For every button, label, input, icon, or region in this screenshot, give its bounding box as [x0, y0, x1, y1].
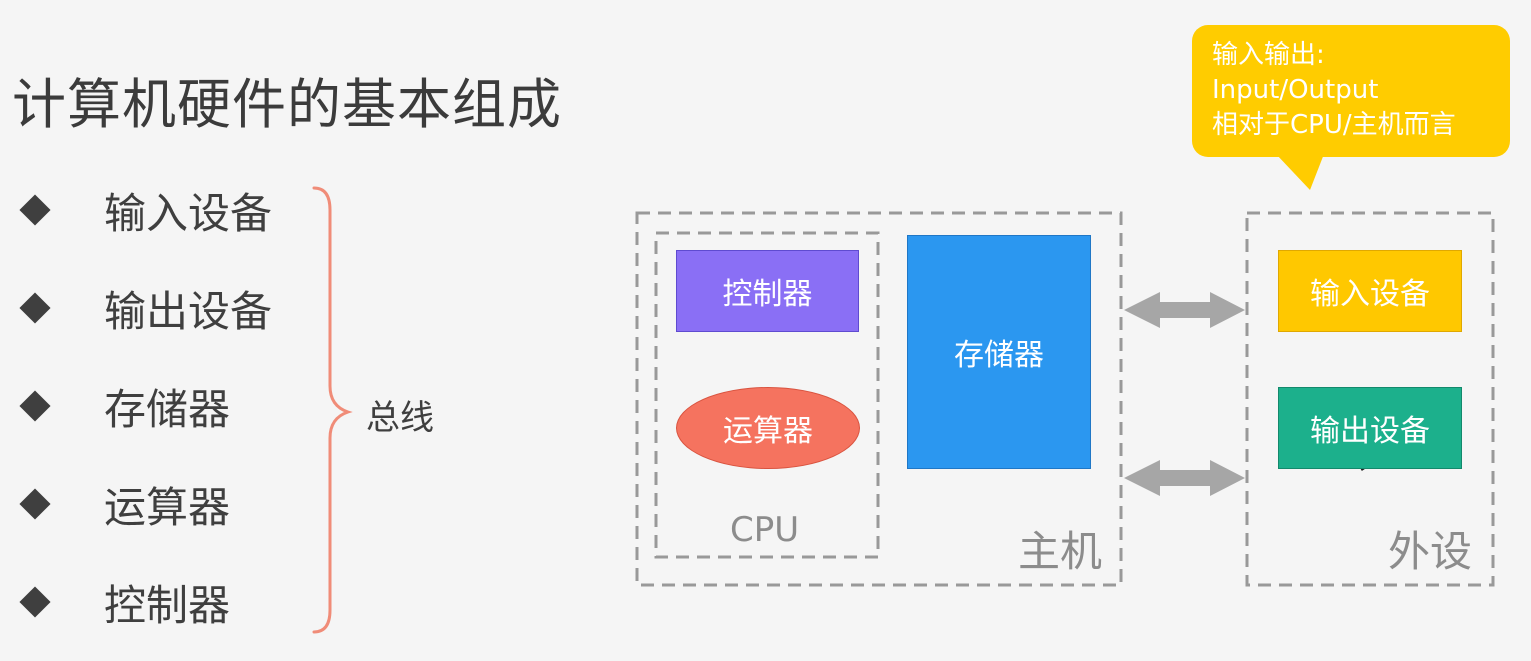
double-arrow-icon: [1124, 460, 1245, 496]
callout-line: Input/Output: [1212, 75, 1379, 105]
curly-brace-icon: [312, 186, 353, 634]
list-item-label: 输出设备: [104, 286, 273, 336]
page-title: 计算机硬件的基本组成: [12, 73, 562, 136]
alu-ellipse: 运算器: [676, 387, 860, 469]
list-item-label: 输入设备: [104, 188, 273, 238]
callout-bubble: [1192, 25, 1510, 157]
memory-box: 存储器: [907, 235, 1091, 469]
cpu-label: CPU: [730, 510, 800, 550]
list-item-label: 运算器: [104, 482, 231, 532]
callout-line: 相对于CPU/主机而言: [1212, 110, 1456, 140]
list-item: 控制器: [18, 572, 230, 632]
host-dashed-box: [635, 211, 1123, 587]
peripheral-label: 外设: [1388, 527, 1473, 576]
host-label: 主机: [1018, 527, 1103, 576]
callout-text: 输入输出: Input/Output 相对于CPU/主机而言: [1212, 38, 1456, 143]
list-item: 输出设备: [18, 278, 272, 338]
list-item: 存储器: [18, 376, 230, 436]
input-device-box: 输入设备: [1278, 250, 1462, 332]
double-arrow-icon: [1124, 292, 1245, 328]
callout-tail: [1276, 154, 1324, 190]
list-item-label: 控制器: [104, 580, 231, 630]
controller-box: 控制器: [676, 250, 859, 332]
peripheral-dashed-box: [1245, 211, 1495, 587]
output-device-box: 输出设备: [1278, 387, 1462, 469]
callout-line: 输入输出:: [1212, 40, 1325, 70]
list-item-label: 存储器: [104, 384, 231, 434]
list-item: 输入设备: [18, 180, 272, 240]
cpu-dashed-box: [654, 231, 880, 559]
bus-label: 总线: [366, 398, 434, 438]
list-item: 运算器: [18, 474, 230, 534]
